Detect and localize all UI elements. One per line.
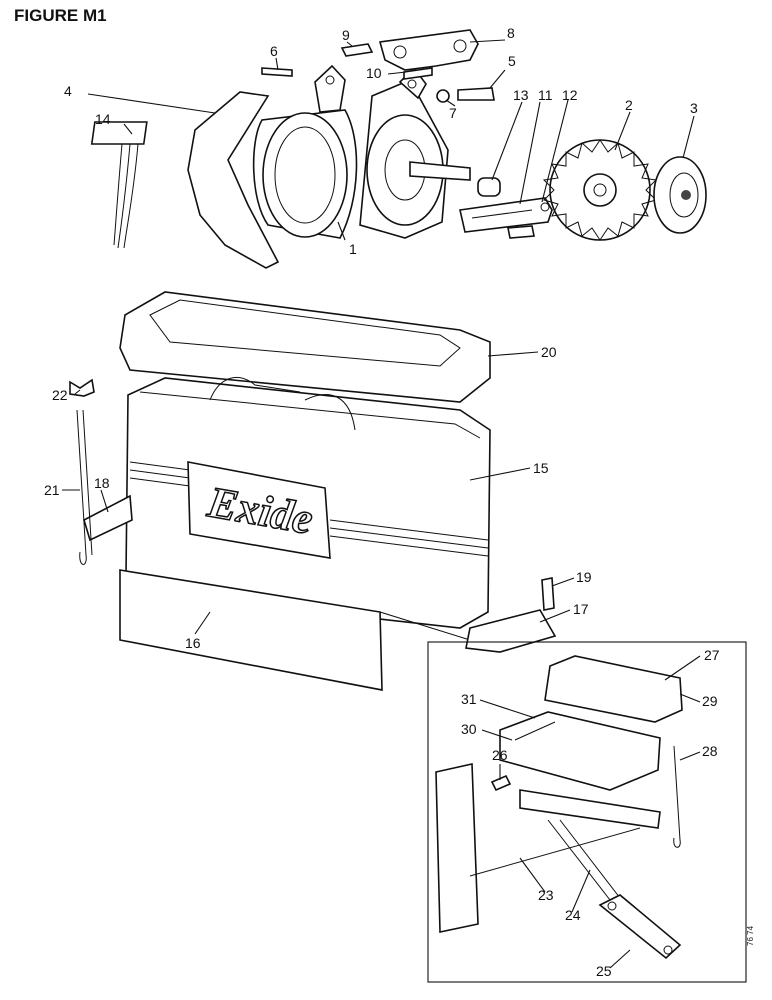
bracket-18 xyxy=(83,494,133,542)
callout-1: 1 xyxy=(349,241,357,257)
alternator xyxy=(252,64,471,239)
callout-30: 30 xyxy=(461,721,477,737)
callout-12: 12 xyxy=(562,87,578,103)
callout-26: 26 xyxy=(492,747,508,763)
heat-shield xyxy=(187,91,280,269)
hook-rod-21 xyxy=(76,409,87,565)
callout-8: 8 xyxy=(507,25,515,41)
adjusting-link xyxy=(459,197,553,233)
callout-14: 14 xyxy=(95,111,111,127)
figure-title: FIGURE M1 xyxy=(14,6,107,25)
battery-clamp-frame xyxy=(119,291,491,403)
connector-plug xyxy=(90,121,148,249)
callout-23: 23 xyxy=(538,887,554,903)
callout-3: 3 xyxy=(690,100,698,116)
battery-tray xyxy=(119,569,383,691)
callout-labels: 1 2 3 4 5 6 7 8 9 10 11 12 13 14 15 16 1… xyxy=(44,25,720,979)
callout-29: 29 xyxy=(702,693,718,709)
stud-19 xyxy=(541,577,555,611)
leader-lines xyxy=(62,39,701,969)
bolt-5 xyxy=(457,87,495,101)
callout-22: 22 xyxy=(52,387,68,403)
callout-5: 5 xyxy=(508,53,516,69)
callout-18: 18 xyxy=(94,475,110,491)
callout-15: 15 xyxy=(533,460,549,476)
callout-4: 4 xyxy=(64,83,72,99)
callout-19: 19 xyxy=(576,569,592,585)
callout-7: 7 xyxy=(449,105,457,121)
wing-nut-22 xyxy=(69,378,95,397)
pulley xyxy=(653,156,707,234)
callout-11: 11 xyxy=(538,87,553,103)
callout-9: 9 xyxy=(342,27,350,43)
callout-16: 16 xyxy=(185,635,201,651)
bolt-6 xyxy=(261,67,293,77)
battery xyxy=(125,377,491,629)
callout-28: 28 xyxy=(702,743,718,759)
callout-27: 27 xyxy=(704,647,720,663)
washer-7 xyxy=(436,89,450,103)
callout-21: 21 xyxy=(44,482,60,498)
inset-frame xyxy=(427,641,747,983)
callout-20: 20 xyxy=(541,344,557,360)
callout-25: 25 xyxy=(596,963,612,979)
callout-24: 24 xyxy=(565,907,581,923)
callout-6: 6 xyxy=(270,43,278,59)
callout-13: 13 xyxy=(513,87,529,103)
callout-31: 31 xyxy=(461,691,477,707)
callout-17: 17 xyxy=(573,601,589,617)
spacer-13 xyxy=(477,177,501,197)
drawing-code: 76 74 xyxy=(746,925,755,946)
fan xyxy=(542,139,658,241)
callout-2: 2 xyxy=(625,97,633,113)
bracket-8 xyxy=(378,29,479,71)
bolt-9 xyxy=(340,43,374,57)
callout-10: 10 xyxy=(366,65,382,81)
